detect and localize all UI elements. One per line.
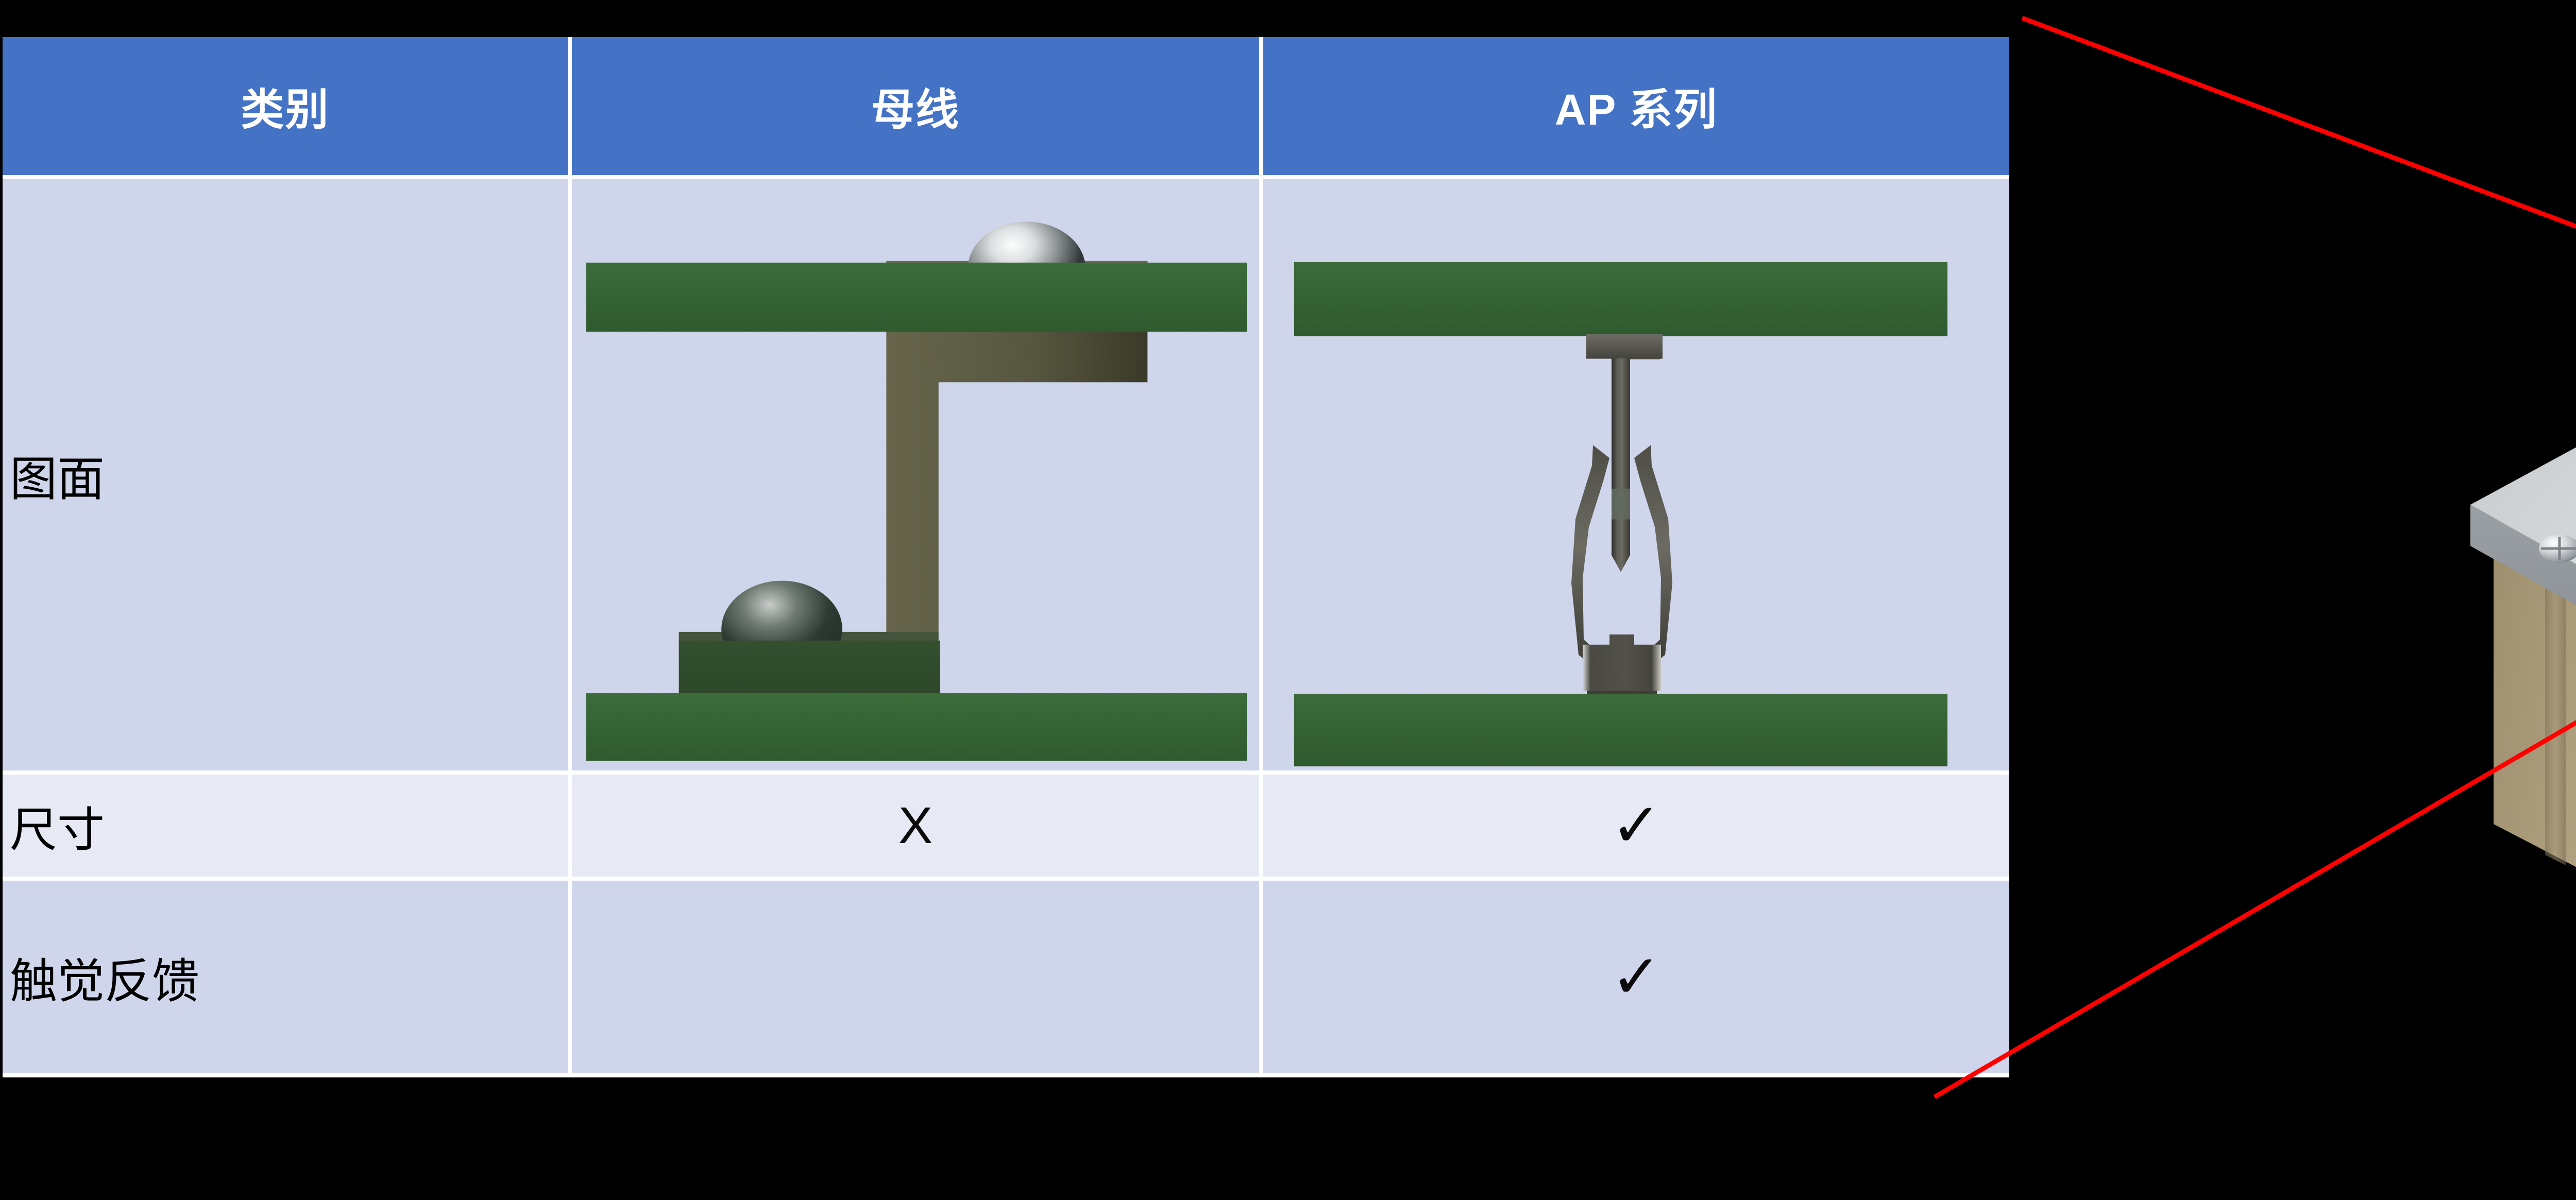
pcb-bottom-board	[586, 693, 1247, 761]
busbar-cross-section-diagram	[572, 179, 1263, 775]
size-busbar-mark: X	[572, 775, 1263, 881]
busbar-body	[679, 261, 1148, 709]
row-label-tactile-feedback-text: 触觉反馈	[10, 955, 200, 1008]
ap-spring-contact-diagram	[1263, 179, 2009, 775]
spring-arm-left	[1571, 445, 1609, 670]
pcb-top-board	[586, 262, 1247, 332]
ecu-module-render	[2391, 0, 2576, 1200]
die-cast-aluminium-cover	[2470, 447, 2576, 606]
pin-shaft-highlight	[1612, 488, 1630, 520]
flange-screws	[2539, 535, 2576, 562]
table-header-category: 类别	[3, 37, 572, 179]
row-label-drawing-text: 图面	[10, 453, 105, 506]
tactile-ap-mark: ✓	[1263, 881, 2009, 1077]
row-label-size: 尺寸	[3, 775, 572, 881]
header-label-busbar: 母线	[871, 85, 960, 134]
screw	[2539, 535, 2576, 562]
flange-left-edge	[2470, 505, 2576, 606]
pcb-top-board	[1294, 262, 1947, 336]
pin-needle-shaft	[1612, 358, 1630, 572]
pcb-bottom-board	[1294, 694, 1947, 767]
check-mark-icon: ✓	[1611, 792, 1662, 860]
tactile-busbar-mark	[572, 881, 1263, 1077]
cross-mark-icon: X	[898, 796, 933, 854]
row-label-drawing: 图面	[3, 179, 572, 775]
pin-head-cap	[1586, 334, 1663, 359]
row-label-tactile-feedback: 触觉反馈	[3, 881, 572, 1077]
check-mark-icon: ✓	[1611, 943, 1662, 1011]
table-header-ap-series: AP 系列	[1263, 37, 2009, 179]
row-label-size-text: 尺寸	[10, 803, 105, 856]
flange-top-face	[2470, 447, 2576, 564]
spring-arm-right	[1634, 445, 1672, 670]
size-ap-mark: ✓	[1263, 775, 2009, 881]
comparison-table: 类别 母线 AP 系列 图面	[3, 37, 2009, 1088]
header-label-category: 类别	[241, 85, 330, 134]
table-header-busbar: 母线	[572, 37, 1263, 179]
header-label-ap-series: AP 系列	[1554, 85, 1718, 134]
contact-base-block	[1583, 634, 1661, 702]
